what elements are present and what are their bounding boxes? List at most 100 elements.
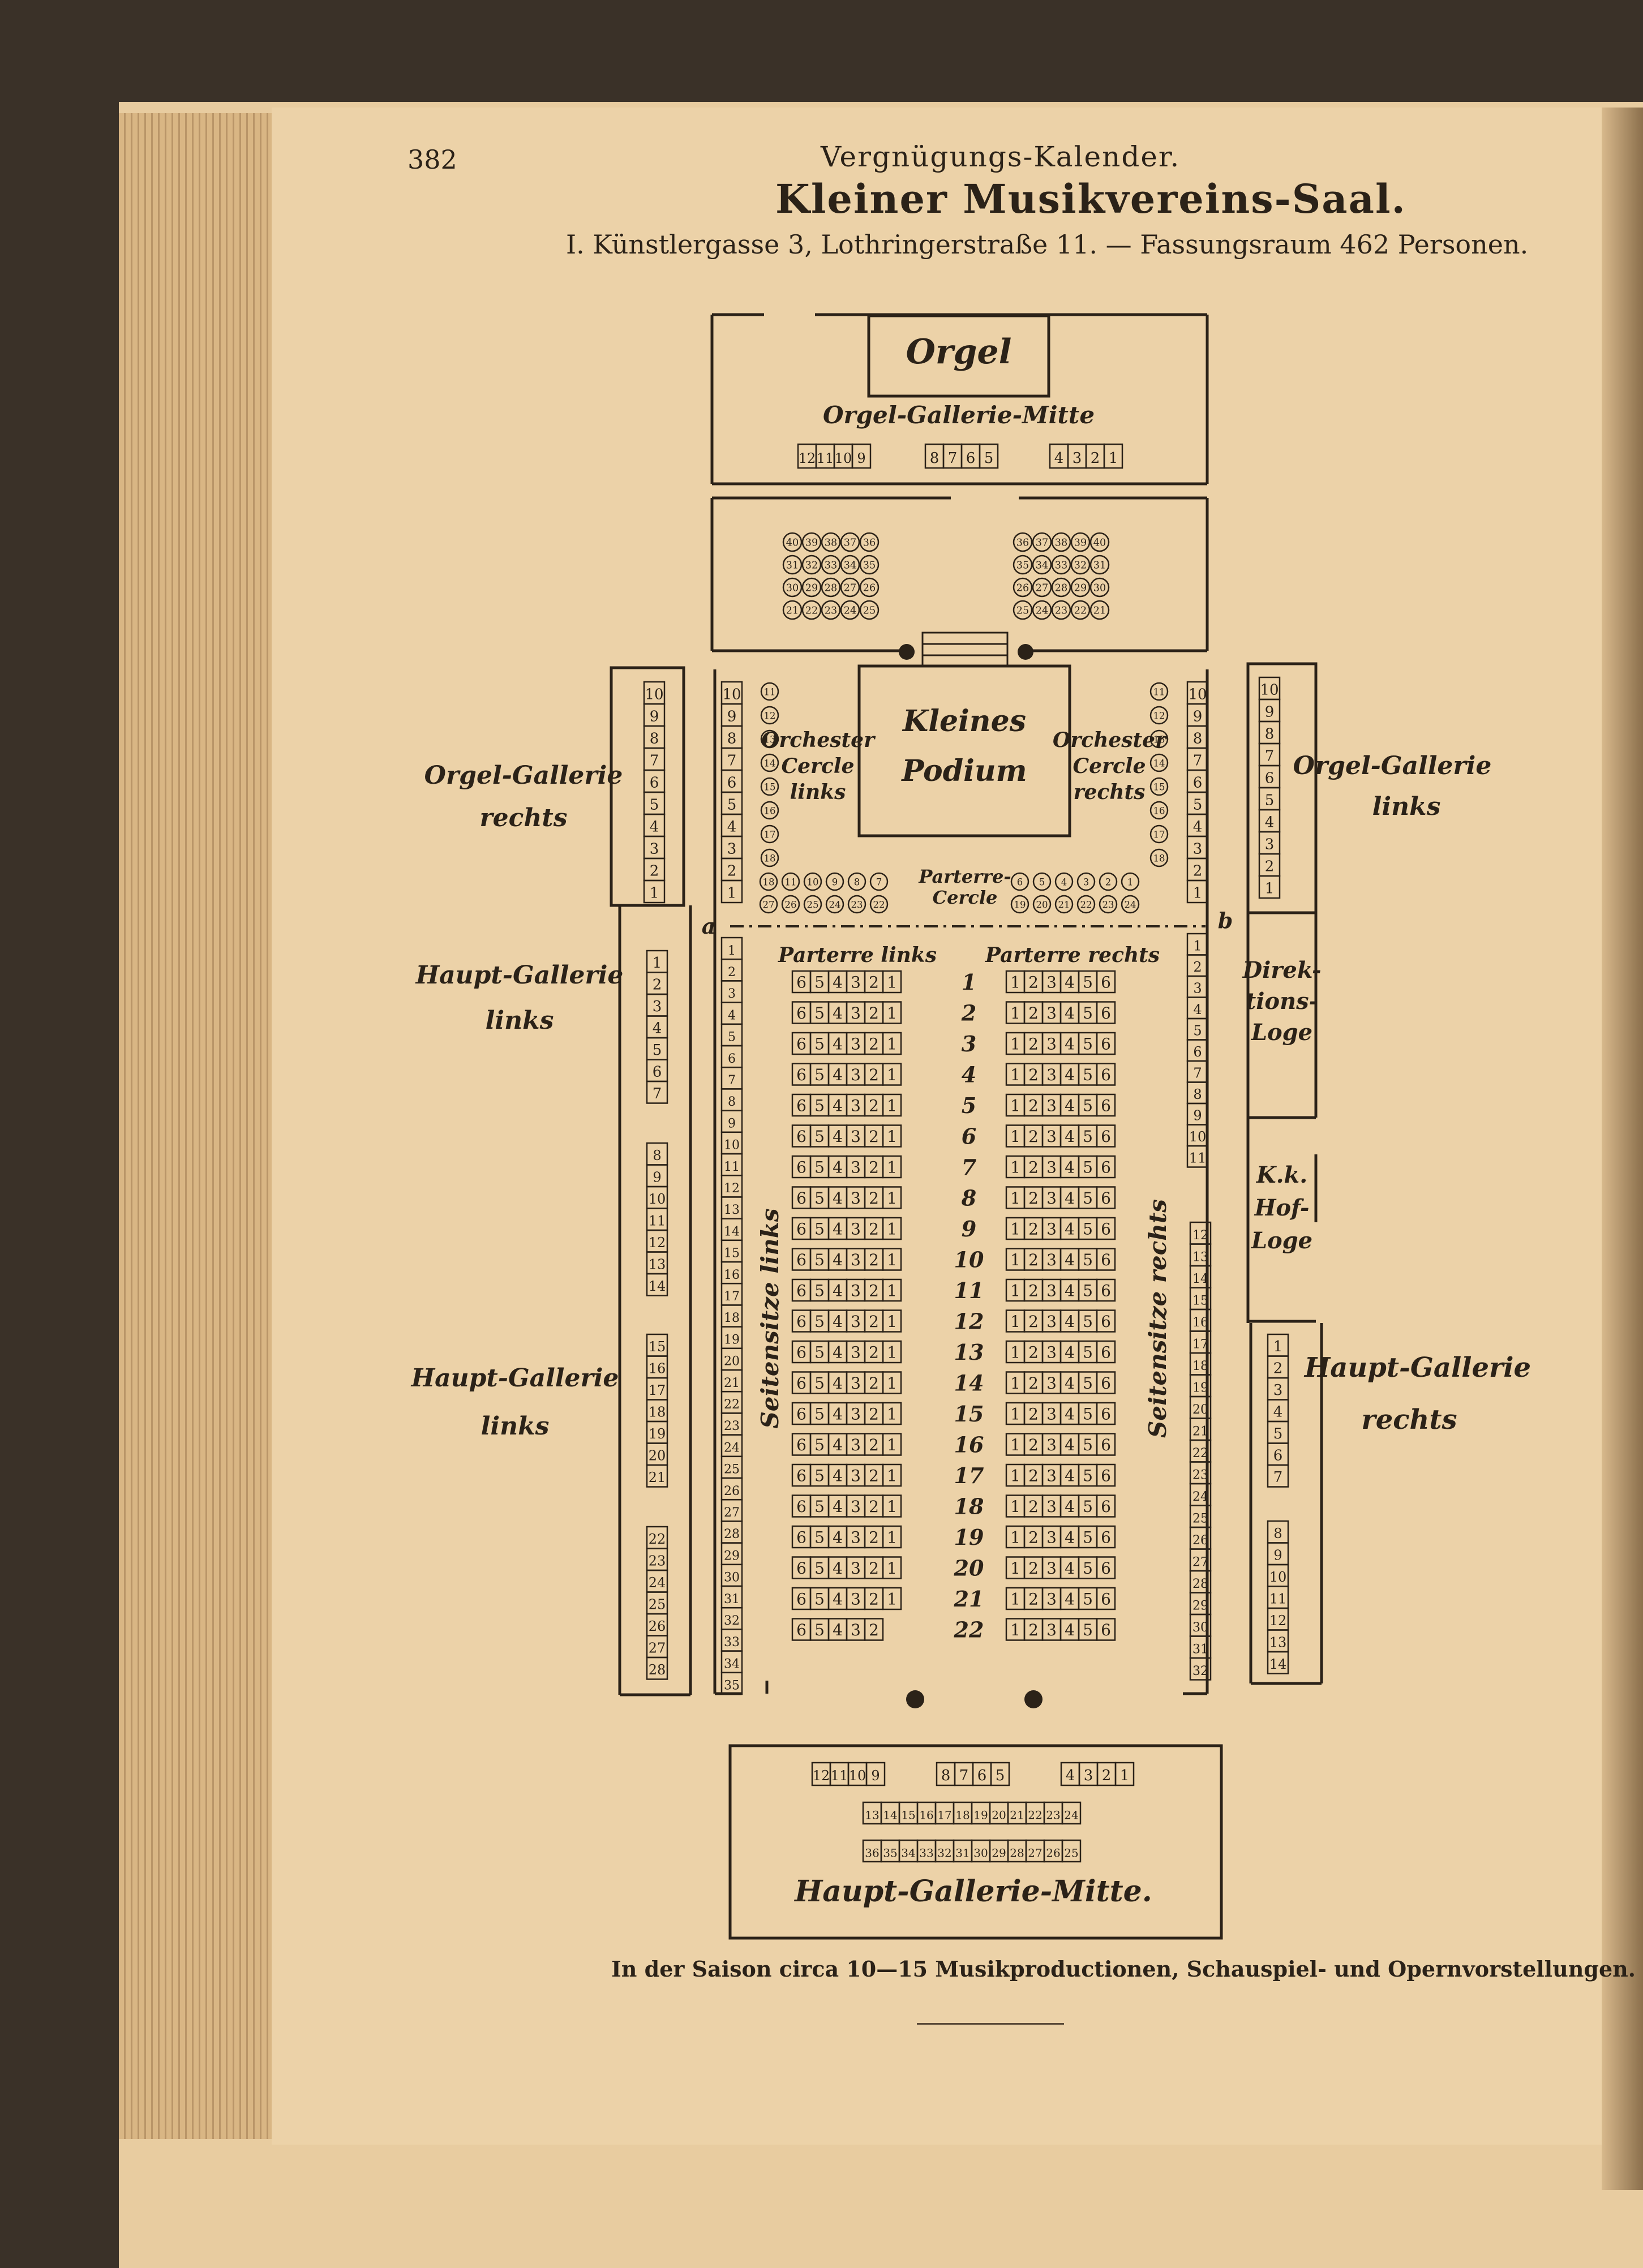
seat-number: 4 — [1065, 1189, 1075, 1208]
seat-number: 20 — [1192, 1403, 1208, 1417]
seat-box — [1096, 1587, 1116, 1610]
seat-box — [882, 1248, 902, 1271]
seat-number: 10 — [835, 450, 852, 466]
seat-number: 5 — [814, 973, 825, 992]
seat-number: 28 — [1192, 1577, 1208, 1591]
seat-number: 3 — [1046, 1004, 1057, 1023]
seat-number: 11 — [724, 1160, 740, 1174]
seat-circle — [782, 555, 803, 575]
seat-box — [864, 1618, 884, 1641]
seat-circle — [859, 532, 880, 552]
seat-number: 5 — [1083, 1158, 1093, 1177]
seat-number: 13 — [1192, 1251, 1208, 1265]
seat-number: 24 — [829, 899, 841, 910]
seat-number: 22 — [649, 1531, 666, 1547]
seat-number: 5 — [1083, 1590, 1093, 1609]
seat-number: 6 — [650, 774, 659, 791]
seat-circle — [840, 532, 860, 552]
seat-number: 32 — [724, 1614, 740, 1628]
door-marker — [1024, 1690, 1043, 1708]
seat-number: 4 — [1065, 1497, 1075, 1516]
seat-box — [882, 1001, 902, 1024]
seat-number: 5 — [814, 1097, 825, 1115]
seat-number: 6 — [796, 1220, 807, 1239]
seat-number: 6 — [966, 450, 976, 467]
seat-number: 25 — [807, 899, 819, 910]
seat-circle — [801, 577, 822, 598]
seat-number: 6 — [1101, 1405, 1111, 1424]
seat-number: 24 — [724, 1441, 740, 1455]
seat-number: 13 — [649, 1257, 666, 1273]
seat-number: 1 — [728, 944, 736, 958]
seat-number: 5 — [1083, 1127, 1093, 1146]
seat-number: 2 — [1028, 1436, 1039, 1454]
seat-number: 21 — [1010, 1809, 1024, 1822]
seat-number: 3 — [851, 1559, 861, 1578]
seat-number: 2 — [869, 1312, 879, 1331]
seat-number: 15 — [901, 1809, 915, 1822]
seat-number: 27 — [763, 899, 775, 910]
seat-number: 2 — [1028, 1158, 1039, 1177]
seat-circle — [1032, 532, 1052, 552]
seat-number: 20 — [649, 1448, 666, 1464]
seat-number: 6 — [1193, 1044, 1202, 1060]
seat-circle — [1089, 532, 1110, 552]
seat-number: 2 — [1028, 1189, 1039, 1208]
seat-number: 10 — [1189, 1129, 1207, 1145]
seat-circle — [840, 577, 860, 598]
seat-number: 5 — [996, 1767, 1005, 1784]
seat-number: 9 — [1265, 703, 1275, 720]
seat-number: 6 — [796, 1497, 807, 1516]
seat-number: 1 — [887, 1528, 897, 1547]
seat-number: 4 — [833, 1497, 843, 1516]
seat-number: 18 — [724, 1311, 740, 1325]
row-number: 21 — [954, 1586, 984, 1612]
seat-number: 27 — [1192, 1556, 1208, 1570]
seat-number: 2 — [869, 1497, 879, 1516]
seat-box — [1096, 1001, 1116, 1024]
seat-number: 5 — [814, 1158, 825, 1177]
seat-number: 6 — [796, 1189, 807, 1208]
seat-number: 4 — [833, 1251, 843, 1269]
seat-number: 6 — [1101, 1004, 1111, 1023]
seat-box — [720, 879, 743, 904]
seat-number: 6 — [1101, 1282, 1111, 1300]
seat-number: 5 — [1083, 1035, 1093, 1054]
seat-number: 25 — [1016, 605, 1029, 617]
seat-number: 1 — [1109, 450, 1118, 467]
seat-number: 4 — [1065, 1436, 1075, 1454]
parterre-cercle-label: Parterre- — [918, 866, 1011, 887]
seat-number: 29 — [992, 1846, 1006, 1860]
seat-number: 1 — [1010, 1405, 1020, 1424]
seat-box — [990, 1762, 1010, 1786]
orchester-cercle-links-label: Orchester — [761, 728, 876, 752]
seat-number: 30 — [973, 1846, 988, 1860]
seat-number: 4 — [833, 1282, 843, 1300]
seat-number: 6 — [1101, 1621, 1111, 1639]
seat-number: 4 — [833, 1343, 843, 1362]
seat-number: 6 — [1101, 1035, 1111, 1054]
seitensitze-links-label: Seitensitze links — [756, 1208, 784, 1428]
seat-number: 11 — [764, 686, 776, 697]
seat-number: 3 — [1273, 1382, 1283, 1399]
seat-number: 31 — [1192, 1643, 1208, 1657]
footer-rule — [917, 2023, 1064, 2025]
seat-number: 7 — [727, 752, 737, 769]
seat-number: 6 — [1101, 1312, 1111, 1331]
seat-box — [882, 1587, 902, 1610]
seat-number: 6 — [1101, 1066, 1111, 1084]
seat-number: 3 — [851, 1097, 861, 1115]
seat-number: 14 — [724, 1225, 740, 1239]
seat-circle — [821, 577, 841, 598]
seat-number: 6 — [796, 1621, 807, 1639]
seat-number: 5 — [1083, 1621, 1093, 1639]
seat-circle — [760, 753, 779, 772]
seat-number: 17 — [1192, 1338, 1208, 1352]
seat-number: 8 — [728, 1095, 736, 1109]
seat-number: 17 — [764, 829, 776, 840]
seat-number: 5 — [814, 1621, 825, 1639]
seat-number: 7 — [650, 752, 659, 769]
seat-number: 3 — [1046, 1066, 1057, 1084]
seat-number: 1 — [887, 1066, 897, 1084]
seat-box — [1096, 970, 1116, 994]
